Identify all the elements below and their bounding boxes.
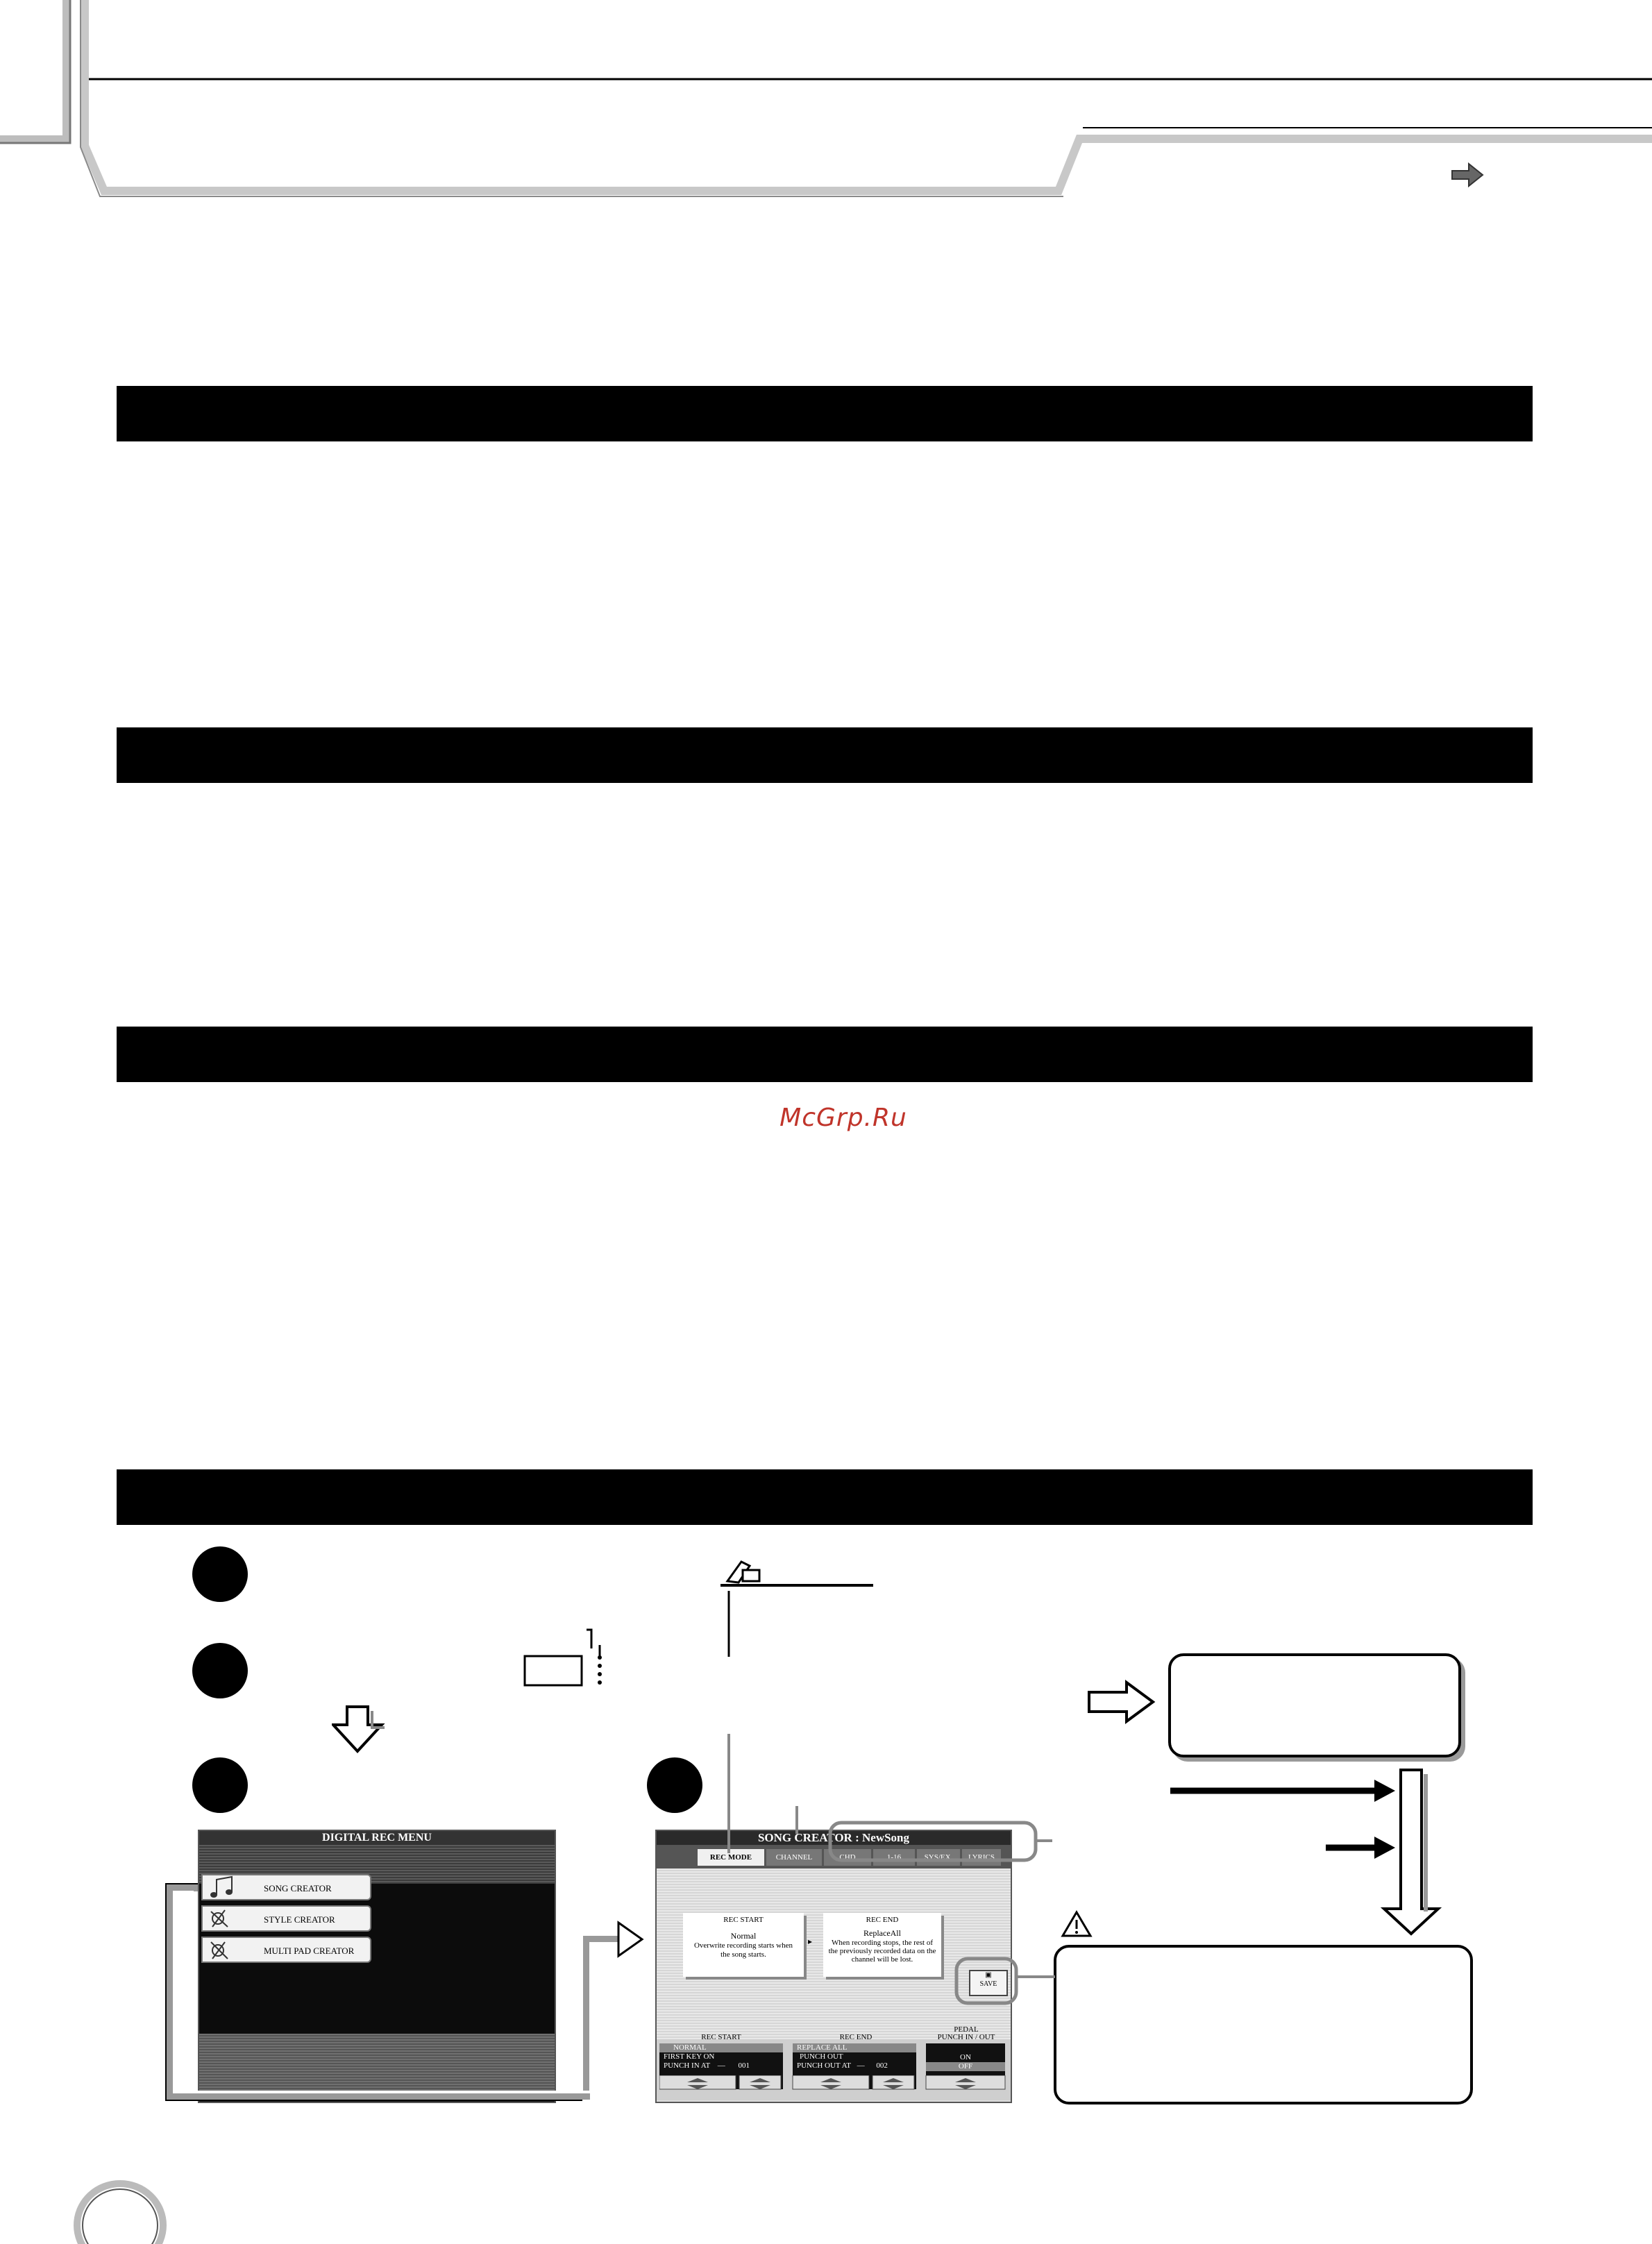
section-bar-2 (117, 727, 1533, 783)
save-button[interactable]: ▣ SAVE (969, 1970, 1008, 1996)
pencil-note-icon (720, 1560, 873, 1657)
step-marker-1 (192, 1546, 248, 1602)
connector-line (165, 1883, 644, 2101)
rec-arrow-icon: ▸ (808, 1937, 813, 1946)
song-creator-label: SONG CREATOR (264, 1883, 332, 1893)
punch-out-value: 002 (876, 2061, 888, 2070)
rec-start-option-first-key[interactable]: FIRST KEY ON (664, 2052, 715, 2061)
tab-sys-ex[interactable]: SYS/EX. (917, 1849, 960, 1866)
save-label: SAVE (979, 1980, 997, 1988)
step-marker-3 (192, 1757, 248, 1813)
rec-end-option-punch-out[interactable]: PUNCH OUT (800, 2052, 843, 2061)
style-creator-label: STYLE CREATOR (264, 1914, 335, 1925)
menu-item-multi-pad-creator[interactable]: MULTI PAD CREATOR (201, 1937, 371, 1963)
rec-start-value: Normal (730, 1931, 757, 1941)
footer-rec-end-label: REC END (839, 2033, 873, 2041)
section-bar-3 (117, 1027, 1533, 1082)
rec-end-option-punch-out-at[interactable]: PUNCH OUT AT — 002 (797, 2061, 888, 2070)
section-bar-1 (117, 386, 1533, 441)
flow-arrows (1170, 1769, 1442, 1936)
header-frame (0, 0, 1652, 197)
pedal-option-on[interactable]: ON (960, 2053, 971, 2061)
footer-rec-start-label: REC START (701, 2033, 741, 2041)
right-outline-arrow-icon (1088, 1680, 1156, 1724)
menu-stripe-bottom (199, 2034, 555, 2100)
multi-pad-creator-label: MULTI PAD CREATOR (264, 1946, 355, 1956)
rec-end-value: ReplaceAll (863, 1928, 901, 1938)
punch-in-label: PUNCH IN AT (664, 2061, 711, 2070)
tab-rec-mode[interactable]: REC MODE (698, 1849, 764, 1866)
punch-out-label: PUNCH OUT AT (797, 2061, 851, 2070)
step-marker-2 (192, 1643, 248, 1698)
save-icon: ▣ (985, 1971, 992, 1979)
rec-start-panel: REC START Normal Overwrite recording sta… (683, 1913, 804, 1977)
tab-rec-mode-label: REC MODE (709, 1853, 752, 1862)
rec-start-option-punch-in[interactable]: PUNCH IN AT — 001 (664, 2061, 750, 2070)
tab-channel[interactable]: CHANNEL (766, 1849, 822, 1866)
punch-in-value: 001 (738, 2061, 750, 2070)
rec-end-heading: REC END (866, 1916, 899, 1924)
pedal-option-off[interactable]: OFF (926, 2062, 1005, 2071)
rec-start-option-normal[interactable]: NORMAL (659, 2043, 783, 2052)
next-page-arrow-icon (1451, 162, 1484, 188)
rec-start-desc: Overwrite recording starts when the song… (693, 1941, 793, 1959)
multi-pad-icon (210, 1941, 228, 1959)
rec-end-desc: When recording stops, the rest of the pr… (828, 1939, 936, 1964)
panel-button-icon (523, 1628, 602, 1687)
rec-end-option-replace-all[interactable]: REPLACE ALL (793, 2043, 916, 2052)
tab-channel-label: CHANNEL (775, 1853, 813, 1862)
caution-triangle-icon (1061, 1910, 1093, 1937)
song-creator-title: SONG CREATOR : NewSong (657, 1831, 1011, 1845)
menu-item-icons (210, 1875, 233, 1959)
info-box-top (1168, 1653, 1461, 1757)
step-marker-4 (647, 1757, 702, 1813)
down-arrow-icon (332, 1705, 385, 1753)
data-dial-buttons[interactable] (659, 2075, 1006, 2091)
style-icon (210, 1909, 228, 1927)
menu-item-song-creator[interactable]: SONG CREATOR (201, 1874, 371, 1900)
caution-box (1054, 1945, 1473, 2104)
rec-end-panel: REC END ReplaceAll When recording stops,… (823, 1913, 941, 1977)
callout-overlays (727, 1734, 1055, 2005)
rec-start-heading: REC START (723, 1916, 764, 1924)
song-icon (216, 1875, 233, 1895)
section-bar-4 (117, 1469, 1533, 1525)
page-number-badge (74, 2180, 167, 2244)
menu-item-style-creator[interactable]: STYLE CREATOR (201, 1905, 371, 1932)
tab-1-16[interactable]: 1-16 (873, 1849, 915, 1866)
digital-rec-menu-title: DIGITAL REC MENU (199, 1831, 555, 1845)
watermark: McGrp.Ru (779, 1104, 907, 1132)
footer-pedal-label-1: PEDAL (954, 2025, 979, 2034)
footer-pedal-label-2: PUNCH IN / OUT (937, 2033, 995, 2041)
